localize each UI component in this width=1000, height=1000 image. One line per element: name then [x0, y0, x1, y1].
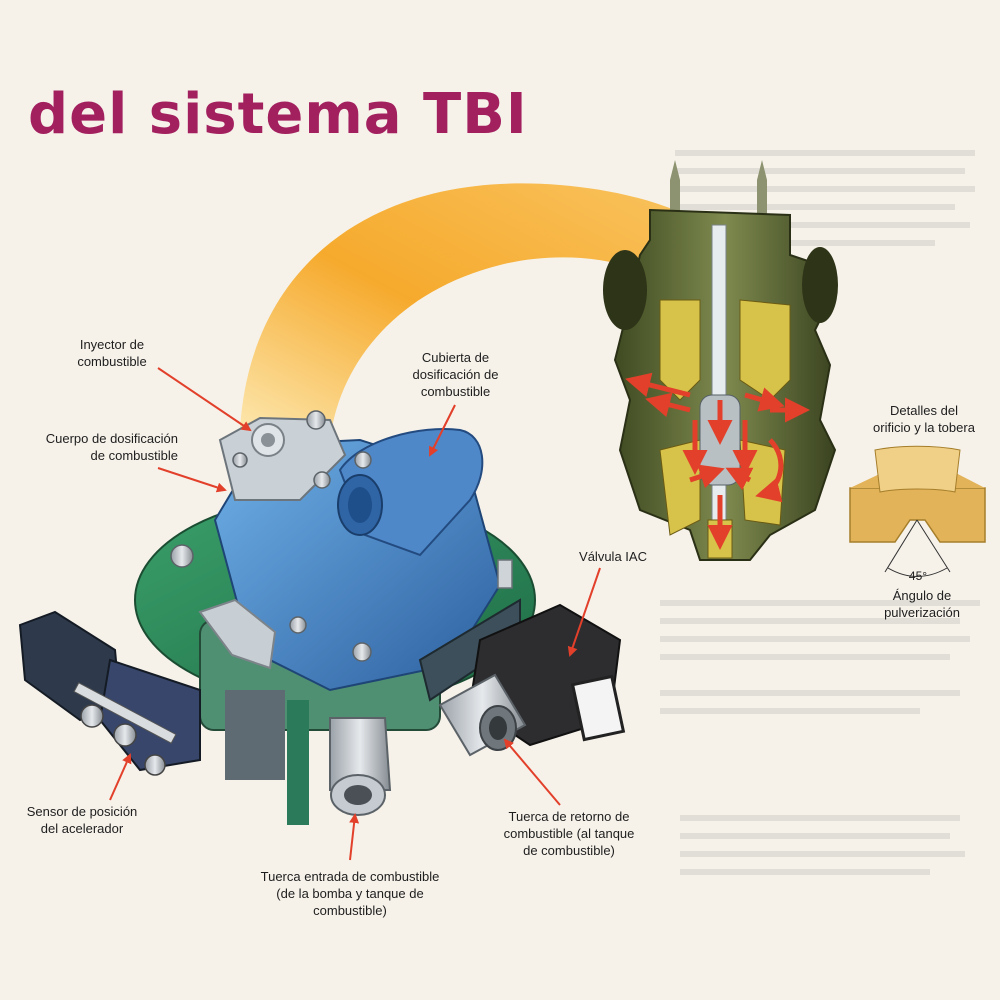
label-cubierta-line3: combustible — [420, 384, 491, 399]
nozzle-detail — [849, 445, 986, 577]
label-sensor: Sensor de posición del acelerador — [14, 803, 150, 837]
label-angulo-line2: pulverización — [884, 605, 960, 620]
label-sensor-line1: Sensor de posición — [26, 804, 138, 819]
label-inyector: Inyector de combustible — [62, 336, 162, 370]
label-cubierta-line2: dosificación de — [412, 367, 499, 382]
label-angulo-valor: 45° — [908, 569, 928, 583]
label-inyector-line1: Inyector de — [79, 337, 145, 352]
injector-cutaway — [603, 160, 838, 561]
label-inyector-line2: combustible — [77, 354, 147, 369]
label-entrada-line3: combustible) — [313, 903, 387, 918]
label-cuerpo: Cuerpo de dosificación de combustible — [20, 430, 178, 464]
label-angulo: Ángulo de pulverización — [862, 587, 982, 621]
label-cubierta-line1: Cubierta de — [421, 350, 490, 365]
label-detalles: Detalles del orificio y la tobera — [862, 402, 986, 436]
label-retorno-line2: combustible (al tanque — [503, 826, 635, 841]
inlet-nut — [329, 717, 392, 816]
label-tuerca-retorno: Tuerca de retorno de combustible (al tan… — [494, 808, 644, 859]
label-cuerpo-line2: de combustible — [90, 448, 178, 463]
label-cubierta: Cubierta de dosificación de combustible — [398, 349, 513, 400]
label-valvula-iac: Válvula IAC — [579, 549, 647, 564]
label-angulo-line1: Ángulo de — [892, 588, 952, 603]
label-retorno-line3: de combustible) — [523, 843, 615, 858]
label-entrada-line1: Tuerca entrada de combustible — [260, 869, 440, 884]
label-retorno-line1: Tuerca de retorno de — [508, 809, 630, 824]
label-sensor-line2: del acelerador — [40, 821, 124, 836]
label-detalles-line2: orificio y la tobera — [873, 420, 975, 435]
label-entrada-line2: (de la bomba y tanque de — [276, 886, 424, 901]
tbi-assembly — [18, 410, 626, 825]
connector-arc — [240, 183, 720, 440]
tps-sensor — [18, 610, 201, 776]
label-detalles-line1: Detalles del — [890, 403, 958, 418]
label-cuerpo-line1: Cuerpo de dosificación — [45, 431, 178, 446]
label-tuerca-entrada: Tuerca entrada de combustible (de la bom… — [244, 868, 456, 919]
background-faint-text — [660, 150, 980, 875]
leader-lines — [109, 367, 601, 861]
page-title: del sistema TBI — [28, 82, 528, 147]
